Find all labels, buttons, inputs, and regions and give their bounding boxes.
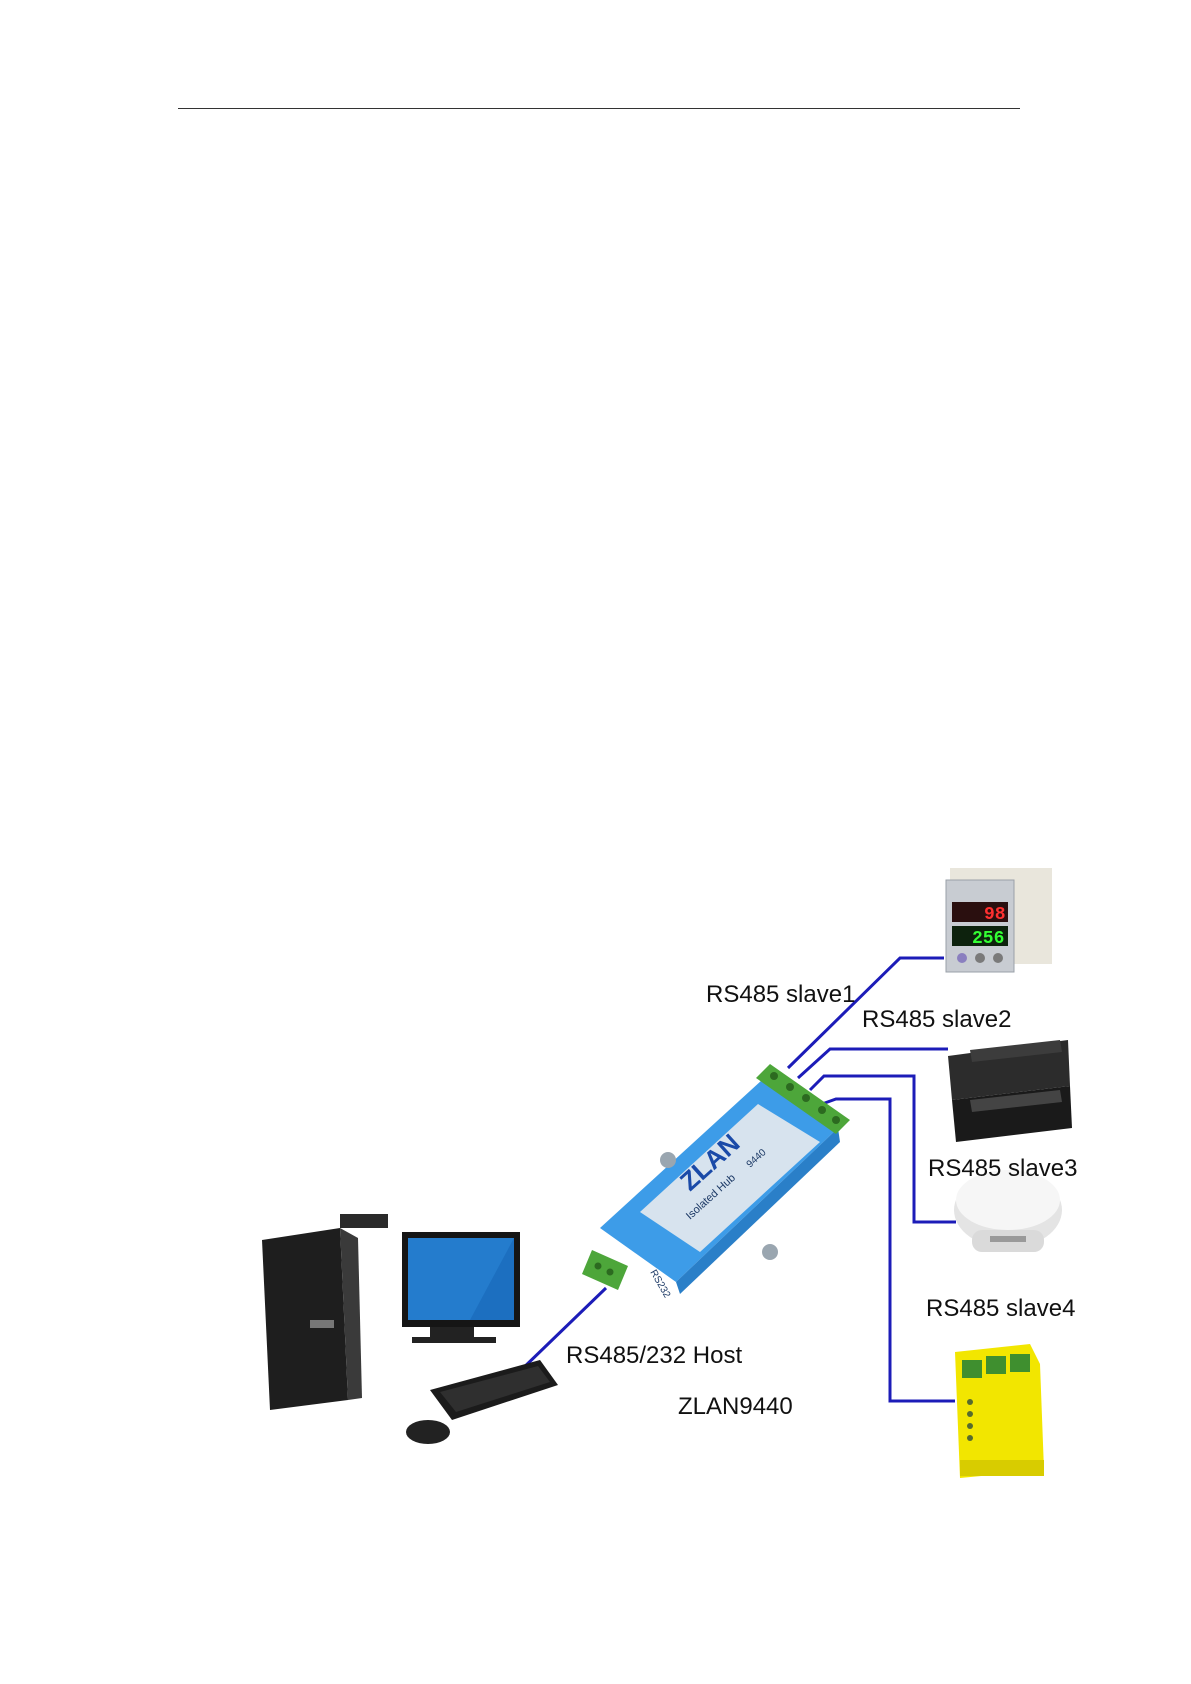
smoke-detector-icon [954, 1170, 1062, 1252]
wire-slave2 [798, 1049, 948, 1078]
terminal-block-host [582, 1250, 628, 1290]
rs485-hub-converter-icon: ZLAN Isolated Hub 9440 RS232 [582, 1064, 850, 1300]
label-slave1: RS485 slave1 [706, 981, 855, 1008]
safety-relay-icon [955, 1344, 1044, 1478]
desktop-computer-icon [262, 1214, 558, 1444]
temperature-controller-icon: 98 256 [946, 868, 1052, 972]
label-slave4: RS485 slave4 [926, 1295, 1075, 1322]
wire-slave4 [822, 1099, 955, 1401]
label-model: ZLAN9440 [678, 1393, 793, 1420]
slave1-display-top: 98 [984, 905, 1006, 925]
label-slave2: RS485 slave2 [862, 1006, 1011, 1033]
label-slave3: RS485 slave3 [928, 1155, 1077, 1182]
slave1-display-bottom: 256 [972, 929, 1004, 949]
label-host: RS485/232 Host [566, 1342, 742, 1369]
plc-module-icon [948, 1040, 1072, 1142]
